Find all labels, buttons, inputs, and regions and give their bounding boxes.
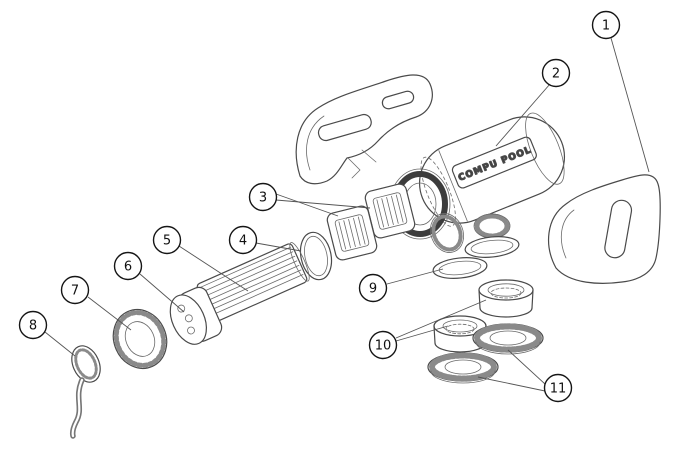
collar-nut-a	[472, 323, 544, 355]
callout-4: 4	[228, 225, 258, 255]
leader-10b	[395, 299, 487, 339]
leader-11a	[507, 349, 546, 385]
leader-11b	[477, 376, 546, 392]
callout-2: 2	[541, 58, 571, 88]
svg-text:11: 11	[550, 382, 567, 397]
svg-text:4: 4	[239, 234, 247, 249]
leader-9	[386, 268, 444, 285]
threaded-insert-a	[478, 279, 534, 318]
callout-6: 6	[113, 251, 143, 281]
leader-lines	[44, 37, 650, 392]
body-threaded-collar	[429, 213, 465, 253]
callout-7: 7	[60, 275, 90, 305]
part-electrode-plates	[326, 183, 416, 261]
leader-3b	[275, 199, 371, 209]
leader-6	[139, 273, 185, 313]
svg-text:10: 10	[375, 339, 392, 354]
leader-5	[178, 245, 249, 292]
callout-3: 3	[248, 182, 278, 212]
svg-text:3: 3	[259, 191, 267, 206]
leader-2	[495, 83, 551, 147]
part-threaded-inserts	[433, 279, 534, 353]
svg-text:7: 7	[71, 284, 79, 299]
svg-text:6: 6	[124, 260, 132, 275]
leader-10a	[395, 325, 449, 342]
callout-9: 9	[358, 273, 388, 303]
leader-3a	[275, 193, 339, 217]
part-collar-nuts	[427, 323, 544, 384]
svg-text:5: 5	[163, 234, 171, 249]
part-cell-end-cap	[169, 286, 223, 345]
part-main-body: COMPU POOL	[389, 112, 566, 253]
callout-5: 5	[152, 225, 182, 255]
part-locking-ring	[112, 309, 168, 369]
leader-1	[610, 37, 650, 173]
callout-11: 11	[543, 373, 573, 403]
part-o-rings-pair	[432, 236, 520, 279]
plate-a	[326, 205, 378, 261]
callout-1: 1	[591, 10, 621, 40]
callouts: 1 2 3 4 5 6 7 8	[18, 10, 621, 403]
part-right-housing-cover	[548, 174, 661, 284]
part-top-housing-cover	[295, 74, 433, 185]
part-o-ring	[299, 231, 333, 281]
svg-text:8: 8	[29, 319, 37, 334]
svg-text:9: 9	[369, 282, 377, 297]
svg-text:2: 2	[552, 67, 560, 82]
leader-7	[87, 296, 132, 331]
product-label-plate	[451, 136, 537, 189]
leader-4	[255, 242, 302, 252]
callout-8: 8	[18, 310, 48, 340]
svg-text:1: 1	[602, 19, 610, 34]
body-threaded-stub	[473, 213, 511, 239]
leader-8	[44, 331, 76, 357]
callout-10: 10	[368, 330, 398, 360]
part-power-cord-cap	[69, 345, 101, 439]
collar-nut-b	[427, 352, 499, 384]
